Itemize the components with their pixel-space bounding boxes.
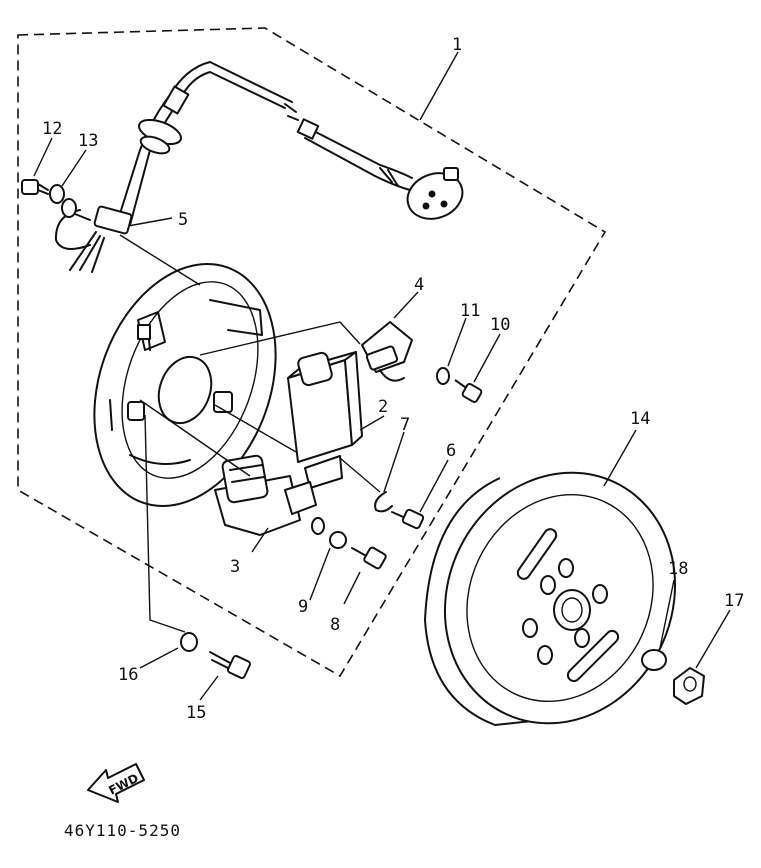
- callout-14: 14: [630, 409, 650, 429]
- bolt-10: [454, 379, 483, 403]
- callout-10: 10: [490, 315, 510, 335]
- lighting-coil-3: [214, 454, 317, 536]
- callout-2: 2: [378, 397, 388, 417]
- washer-9: [329, 531, 347, 549]
- callout-3: 3: [230, 557, 240, 577]
- callout-12: 12: [42, 119, 62, 139]
- screw-8: [351, 546, 387, 570]
- callout-16: 16: [118, 665, 138, 685]
- flywheel-rotor-14: [424, 471, 677, 726]
- screw-12: [21, 179, 49, 195]
- wire-harness: [54, 61, 464, 273]
- pickup-coil-4: [361, 321, 413, 382]
- screw-6: [391, 508, 425, 530]
- washer-near-3: [311, 517, 325, 535]
- callout-7: 7: [400, 415, 410, 435]
- washer-5a: [61, 198, 77, 218]
- clip-7: [374, 491, 393, 513]
- callout-13: 13: [78, 131, 98, 151]
- callout-8: 8: [330, 615, 340, 635]
- callout-4: 4: [414, 275, 424, 295]
- callout-9: 9: [298, 597, 308, 617]
- nut-17: [673, 667, 705, 705]
- part-code: 46Y110-5250: [64, 821, 181, 840]
- bolt-15: [209, 651, 251, 679]
- source-coil-2: [287, 351, 363, 489]
- washer-18: [641, 649, 667, 671]
- washer-13: [49, 184, 65, 204]
- callout-18: 18: [668, 559, 688, 579]
- callout-5: 5: [178, 210, 188, 230]
- callout-numbers: 1 2 3 4 5 6 7 8 9 10 11 12 13 14 15 16 1…: [42, 35, 744, 723]
- leader-lines: [33, 51, 731, 701]
- callout-6: 6: [446, 441, 456, 461]
- stator-plate: [93, 262, 277, 508]
- washer-11: [436, 367, 450, 385]
- assembly-boundary: [17, 27, 607, 678]
- fwd-arrow-icon: FWD: [87, 763, 145, 803]
- washer-16: [180, 632, 198, 652]
- callout-11: 11: [460, 301, 480, 321]
- callout-1: 1: [452, 35, 462, 55]
- callout-17: 17: [724, 591, 744, 611]
- callout-15: 15: [186, 703, 206, 723]
